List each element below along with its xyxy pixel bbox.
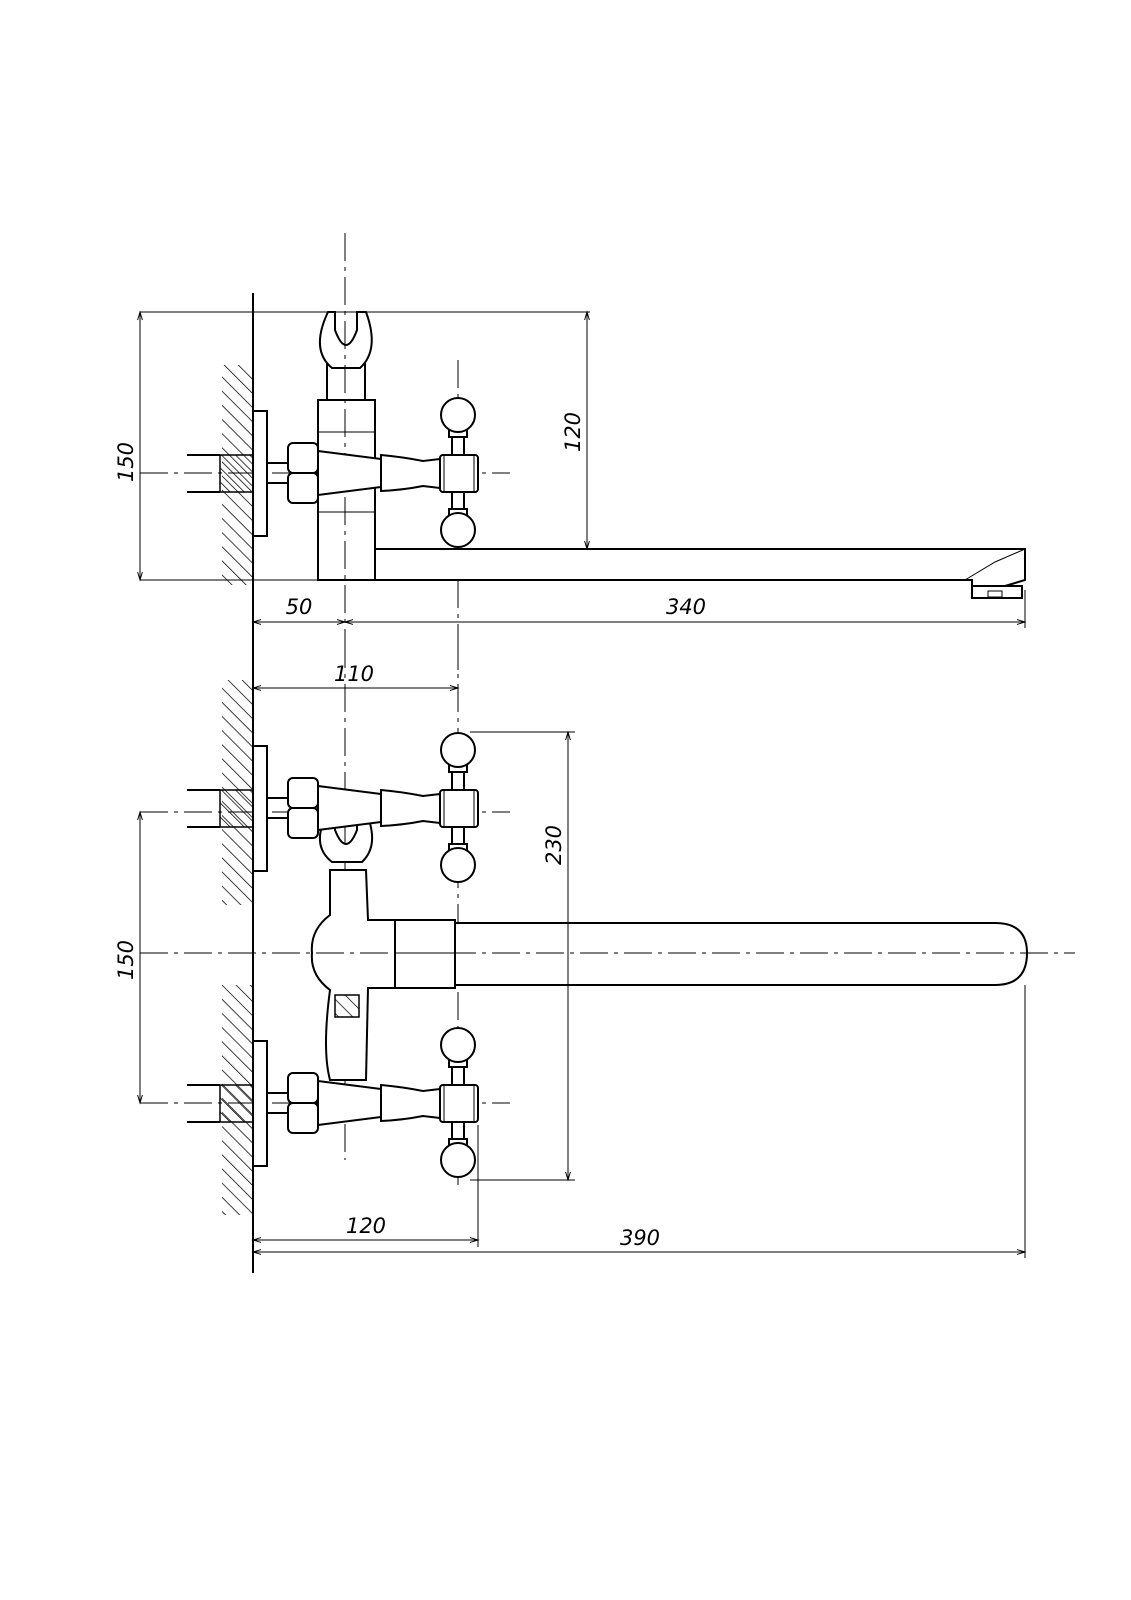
dim-label: 390 — [620, 1226, 660, 1250]
shower-holder — [318, 311, 373, 369]
dim-label: 230 — [542, 825, 566, 865]
dim-label: 110 — [334, 662, 374, 686]
dim-label: 50 — [286, 595, 313, 619]
spout — [317, 548, 1026, 587]
front-view — [137, 640, 1075, 1258]
dim-label: 150 — [114, 940, 138, 980]
mixer-body — [310, 869, 396, 1081]
top-view — [137, 233, 1027, 670]
dim-label: 120 — [346, 1214, 386, 1238]
spout — [394, 922, 1029, 986]
dim-label: 340 — [666, 595, 706, 619]
dim-label: 120 — [561, 412, 585, 452]
dim-label: 150 — [114, 442, 138, 482]
